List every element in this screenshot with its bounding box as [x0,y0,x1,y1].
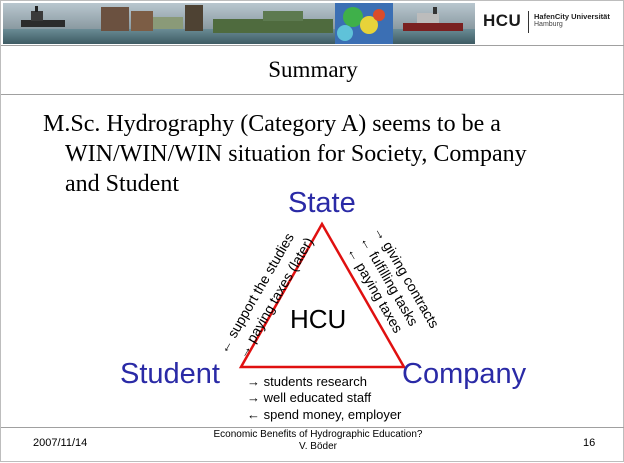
photo-collage [3,3,475,44]
slide-title: Summary [268,57,358,82]
bottom-edge-label-2: → well educated staff [247,390,372,405]
footer-caption-title: Economic Benefits of Hydrographic Educat… [213,429,423,440]
logo-mark: HCU [483,11,522,30]
logo-name: HafenCity Universität [534,12,610,21]
footer-date: 2007/11/14 [33,437,88,449]
title-divider [1,94,624,95]
university-logo: HCU HafenCity Universität Hamburg [475,3,623,44]
bottom-edge-label-3: ← spend money, employer [247,407,402,422]
logo-city: Hamburg [534,21,563,28]
header-photo-strip [3,3,475,44]
node-company: Company [402,358,527,390]
node-student: Student [120,358,220,390]
logo-divider [528,11,529,33]
footer-caption-author: V. Böder [299,441,337,452]
footer-caption: Economic Benefits of Hydrographic Educat… [193,429,443,453]
triangle-edges [238,221,407,369]
node-hcu: HCU [290,304,347,334]
statement: M.Sc. Hydrography (Category A) seems to … [43,109,603,199]
statement-line-2: WIN/WIN/WIN situation for Society, Compa… [65,141,527,167]
statement-line-3: and Student [65,171,179,197]
slide-number: 16 [583,437,596,449]
bottom-edge-label-1: → students research [247,374,367,389]
footer-divider [1,427,624,428]
node-state: State [288,187,356,219]
statement-line-1: M.Sc. Hydrography (Category A) seems to … [43,111,501,137]
header-divider [1,45,624,46]
